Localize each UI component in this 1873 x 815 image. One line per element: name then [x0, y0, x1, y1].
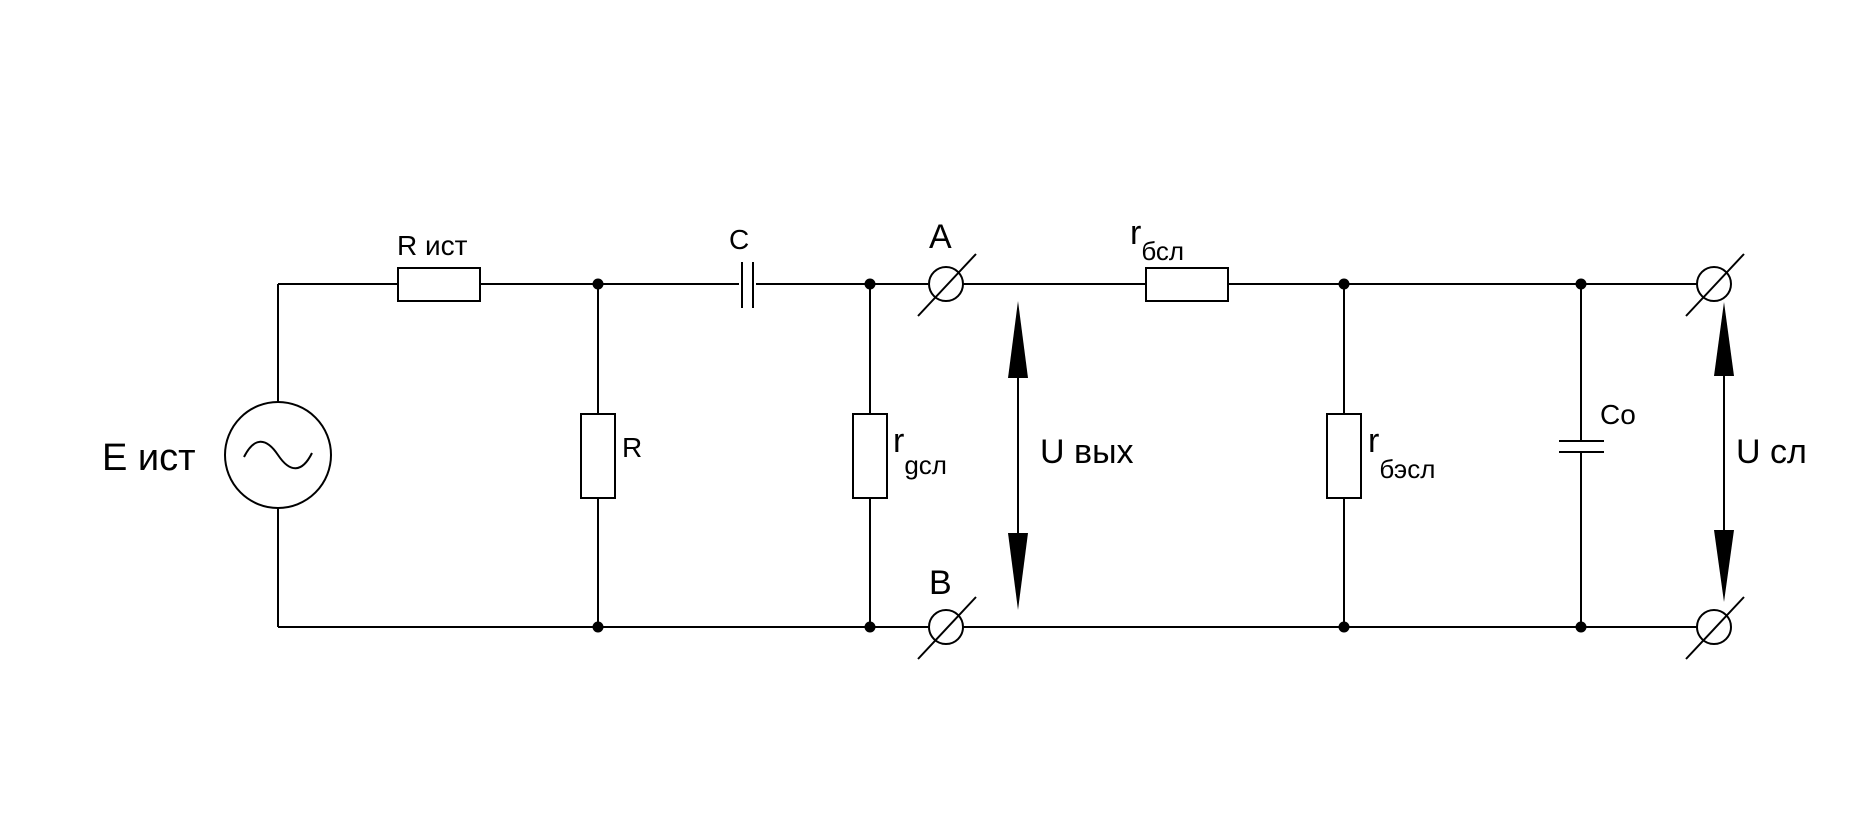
label-rbe-sub: бэсл: [1379, 454, 1435, 484]
resistor-rg: [852, 413, 888, 499]
u-load-arrow-icon: [1714, 302, 1734, 602]
terminal-b-icon: [917, 596, 977, 660]
label-r: R: [622, 432, 642, 463]
label-rb-main: r: [1130, 214, 1141, 252]
resistor-r-source: [397, 267, 481, 302]
label-source: E ист: [102, 437, 196, 479]
u-out-arrow-icon: [1008, 301, 1028, 610]
label-rg: rgсл: [893, 422, 947, 480]
bottom-rail: [277, 505, 1697, 628]
terminal-out-top-icon: [1685, 253, 1745, 317]
label-r-source: R ист: [397, 230, 468, 261]
top-rail: [277, 283, 1697, 405]
label-co: Co: [1600, 399, 1636, 430]
label-rb-sub: бсл: [1141, 236, 1184, 266]
label-rbe-main: r: [1368, 422, 1379, 460]
terminal-out-bottom-icon: [1685, 596, 1745, 660]
branch-wires: [597, 284, 1582, 627]
resistor-rbe: [1326, 413, 1362, 499]
capacitor-co: [1559, 440, 1604, 453]
ac-source-icon: [224, 401, 332, 509]
label-c: C: [729, 224, 749, 255]
label-terminal-a: A: [929, 218, 952, 256]
resistor-rb: [1145, 267, 1229, 302]
label-rbe: rбэсл: [1368, 422, 1435, 484]
label-terminal-b: B: [929, 564, 952, 602]
label-rb: rбсл: [1130, 214, 1184, 266]
label-rg-main: r: [893, 422, 904, 460]
capacitor-c: [739, 262, 755, 308]
junction-dots: [592, 278, 1587, 633]
terminal-a-icon: [917, 253, 977, 317]
label-u-out: U вых: [1040, 433, 1134, 471]
label-rg-sub: gсл: [904, 450, 947, 480]
label-u-load: U сл: [1736, 433, 1807, 471]
resistor-r: [580, 413, 616, 499]
